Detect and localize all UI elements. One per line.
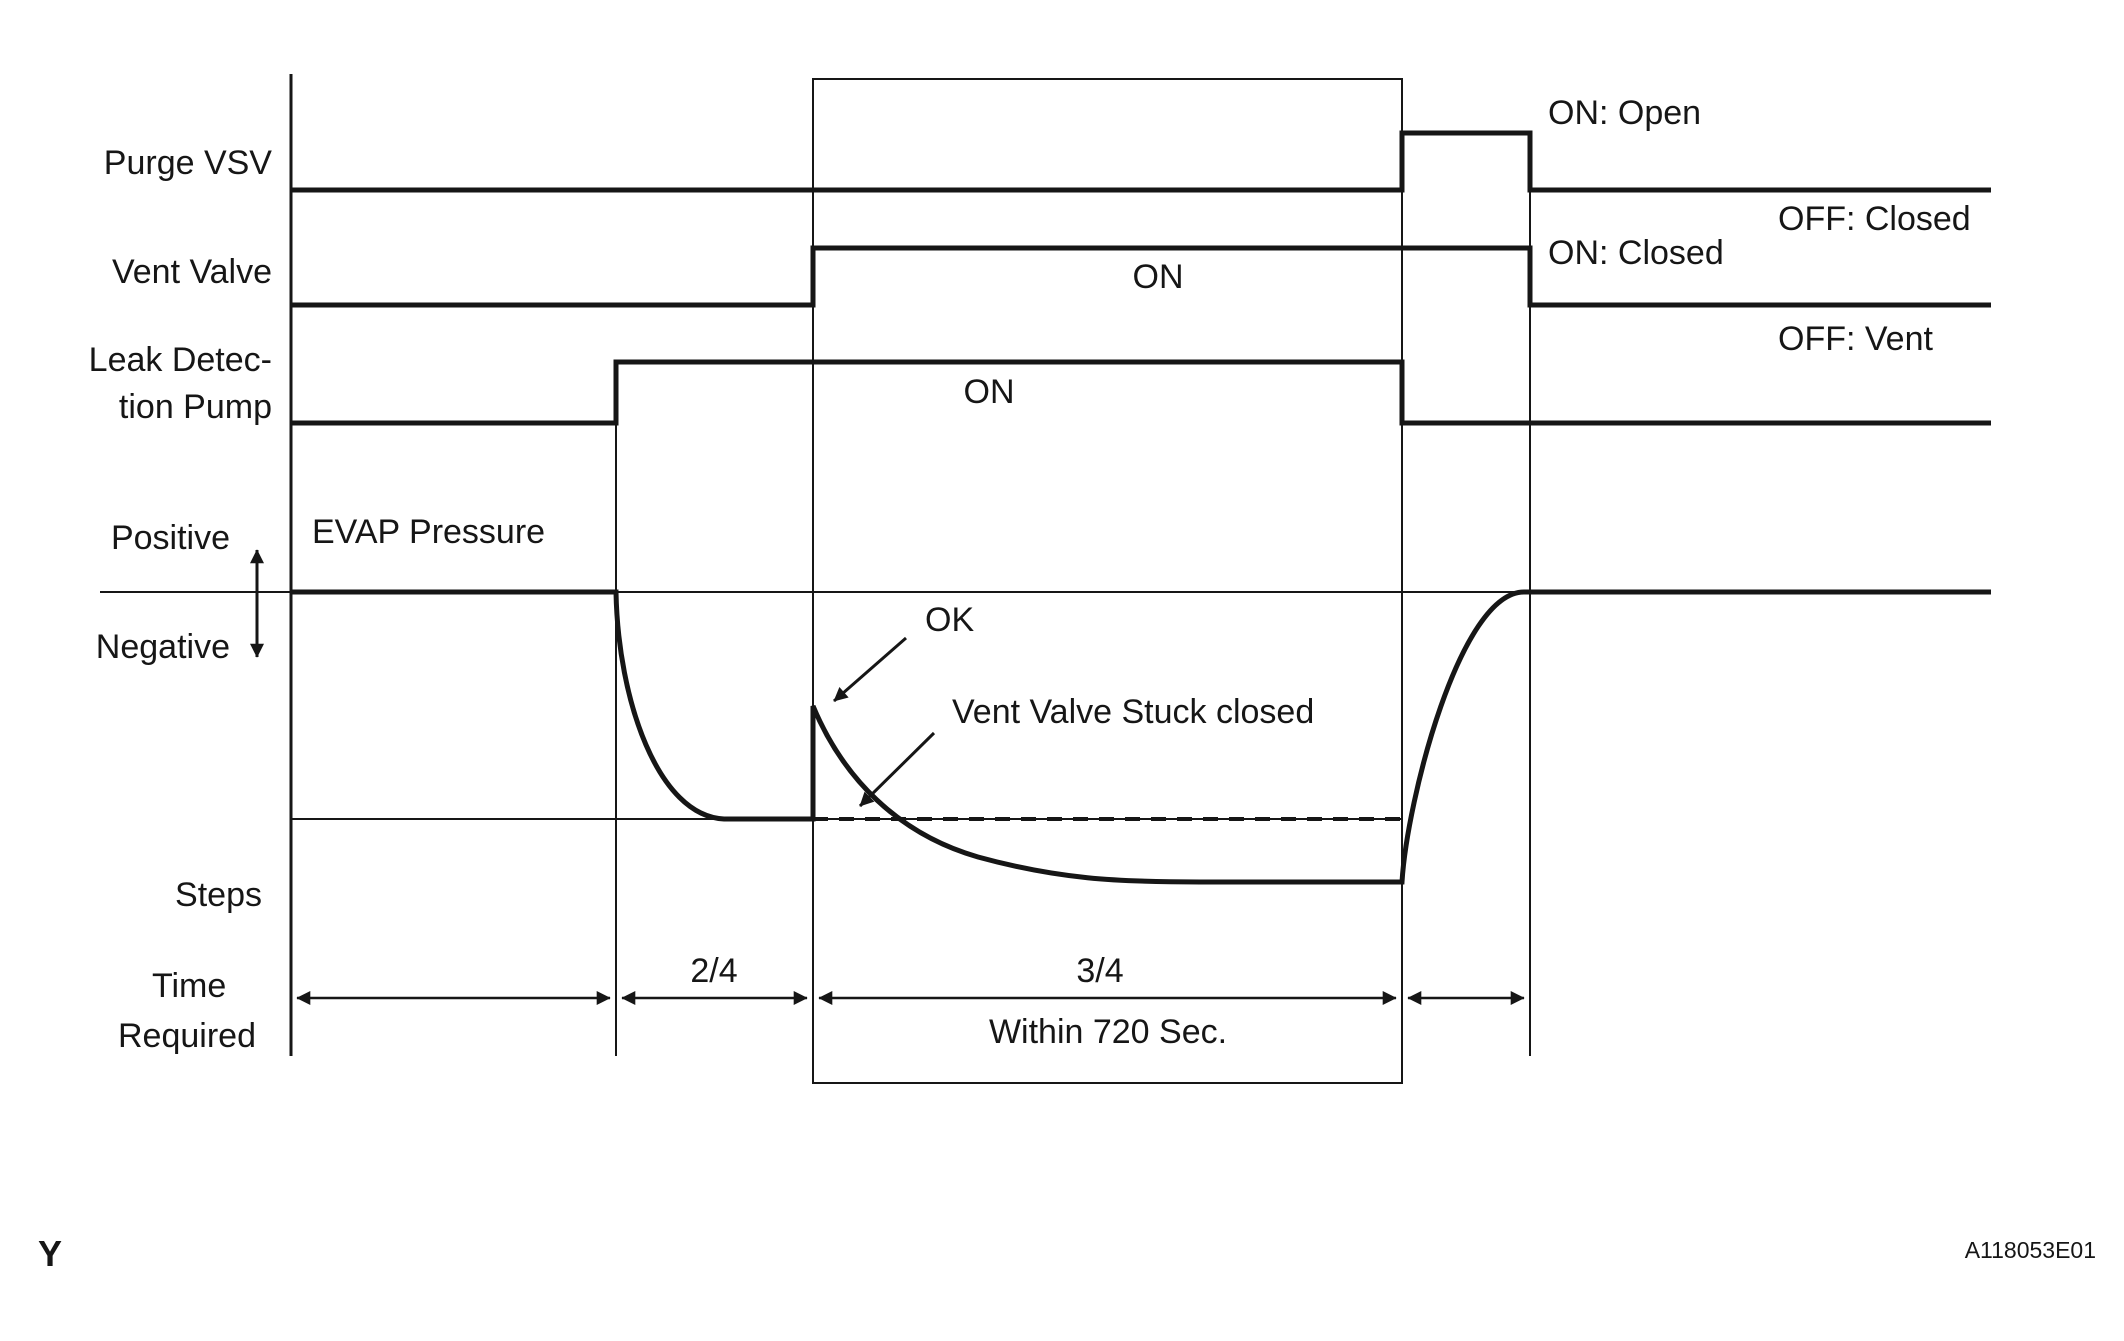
stuck-annotation-arrow [858, 731, 936, 808]
ok-annotation-arrow [833, 636, 907, 703]
figure-code: A118053E01 [1965, 1237, 2096, 1263]
leak-pump-label-line1: Leak Detec- [89, 341, 272, 379]
time-required-label-line2: Required [118, 1017, 256, 1055]
leak-pump-on-text: ON [964, 373, 1015, 411]
time-required-label-line1: Time [152, 967, 226, 1005]
negative-label: Negative [96, 628, 230, 666]
time-segment-3-4-label: 3/4 [1076, 952, 1123, 990]
positive-label: Positive [111, 519, 230, 557]
within-720-sec-label: Within 720 Sec. [989, 1013, 1227, 1051]
evap-pressure-trace [291, 589, 1991, 885]
vent-valve-waveform [291, 245, 1991, 308]
purge-vsv-waveform [291, 130, 1991, 193]
purge-vsv-legend-off: OFF: Closed [1778, 200, 1971, 238]
vent-valve-on-text: ON [1133, 258, 1184, 296]
leak-pump-label-line2: tion Pump [119, 388, 272, 426]
stuck-annotation-text: Vent Valve Stuck closed [952, 693, 1314, 731]
leak-pump-waveform [291, 359, 1991, 426]
vent-valve-legend-off: OFF: Vent [1778, 320, 1933, 358]
section-marker: Y [38, 1233, 62, 1274]
vent-valve-legend-on: ON: Closed [1548, 234, 1724, 272]
ok-annotation-text: OK [925, 601, 974, 639]
steps-label: Steps [175, 876, 262, 914]
purge-vsv-label: Purge VSV [104, 144, 273, 182]
time-segment-2-4-label: 2/4 [690, 952, 737, 990]
vent-valve-label: Vent Valve [112, 253, 272, 291]
evap-pressure-label: EVAP Pressure [312, 513, 545, 551]
purge-vsv-legend-on: ON: Open [1548, 94, 1701, 132]
test-window-box [812, 78, 1403, 1084]
